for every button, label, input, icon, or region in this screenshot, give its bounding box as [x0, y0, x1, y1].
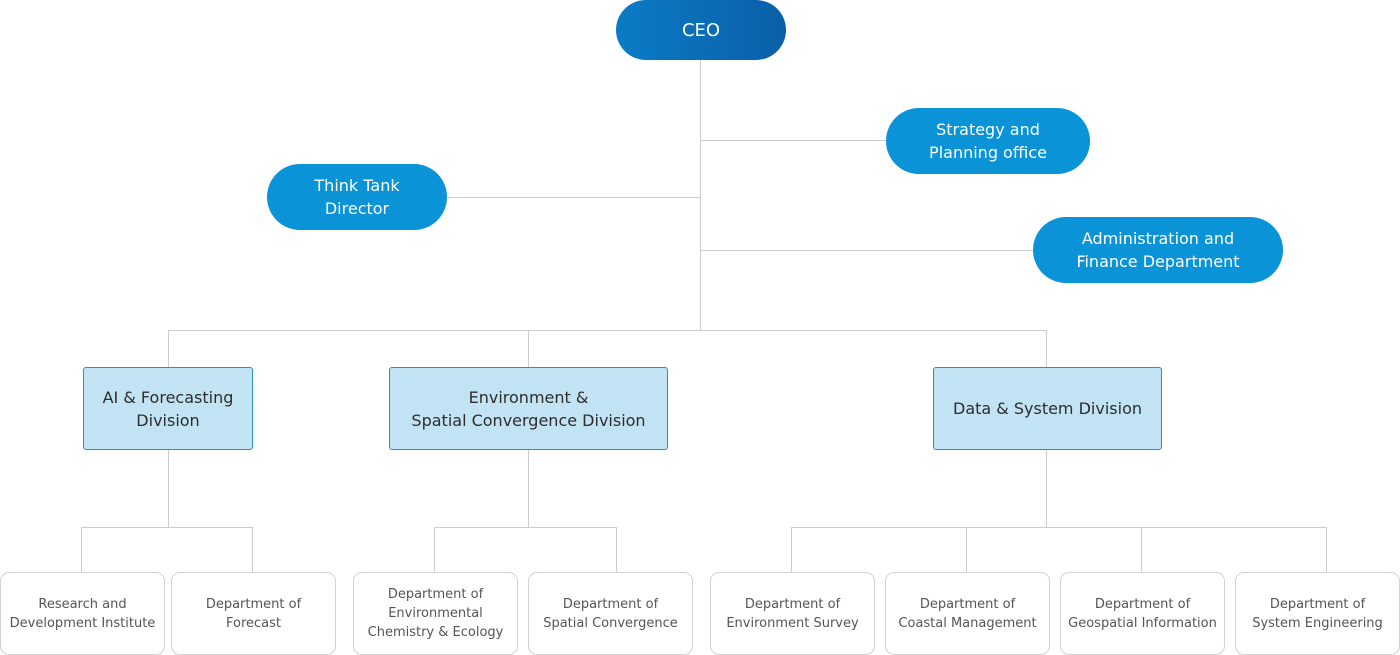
division-data-system: Data & System Division: [933, 367, 1162, 450]
dept-geospatial-information: Department of Geospatial Information: [1060, 572, 1225, 655]
dept-environment-survey: Department of Environment Survey: [710, 572, 875, 655]
dept-system-engineering: Department of System Engineering: [1235, 572, 1400, 655]
dept-research-development: Research and Development Institute: [0, 572, 165, 655]
dept-forecast: Department of Forecast: [171, 572, 336, 655]
think-tank-node: Think Tank Director: [267, 164, 447, 230]
dept-spatial-convergence: Department of Spatial Convergence: [528, 572, 693, 655]
division-ai-forecasting: AI & Forecasting Division: [83, 367, 253, 450]
ceo-node: CEO: [616, 0, 786, 60]
dept-coastal-management: Department of Coastal Management: [885, 572, 1050, 655]
admin-finance-node: Administration and Finance Department: [1033, 217, 1283, 283]
strategy-planning-node: Strategy and Planning office: [886, 108, 1090, 174]
division-environment-spatial: Environment & Spatial Convergence Divisi…: [389, 367, 668, 450]
dept-environmental-chemistry-ecology: Department of Environmental Chemistry & …: [353, 572, 518, 655]
